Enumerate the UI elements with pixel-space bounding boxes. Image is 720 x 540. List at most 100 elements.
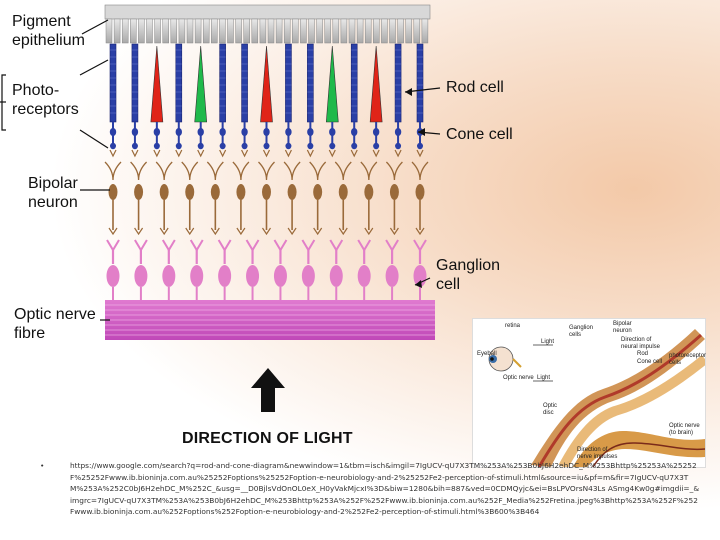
rod-cell — [350, 43, 358, 158]
inset-photoreceptor-label: photoreceptor cells — [669, 353, 707, 366]
photoreceptor-nucleus — [175, 128, 182, 136]
epithelium-cell — [138, 18, 145, 44]
epithelium-cell — [324, 18, 331, 44]
photoreceptor-nucleus — [131, 128, 139, 136]
synapse — [394, 149, 402, 158]
inset-retina-label: retina — [505, 323, 521, 329]
synapse — [350, 149, 358, 158]
ganglion-dendrite — [385, 239, 399, 252]
ganglion-soma — [273, 265, 287, 287]
source-url-link[interactable]: https://www.google.com/search?q=rod-and-… — [70, 461, 700, 516]
photoreceptor-terminal — [351, 142, 358, 150]
photoreceptor-terminal — [307, 142, 314, 150]
rod-cell — [284, 43, 292, 158]
rod-outer-segment — [175, 43, 183, 123]
epithelium-cell — [243, 18, 250, 44]
rod-cell — [241, 43, 249, 158]
epithelium-cell — [292, 18, 299, 44]
synapse — [153, 149, 161, 158]
ganglion-cell — [301, 239, 316, 300]
photoreceptor-layer — [109, 43, 424, 158]
photoreceptor-nucleus — [219, 128, 226, 136]
inset-optic-nerve-label: Optic nerve — [503, 375, 534, 381]
synapse — [241, 149, 249, 158]
bipolar-terminal — [159, 227, 169, 236]
photoreceptor-nucleus — [307, 128, 314, 136]
epithelium-cell — [219, 18, 226, 44]
pigment-epithelium-label: Pigment epithelium — [12, 13, 85, 49]
retina-inset-figure: retina Eyeball Light Optic nerve Light G… — [472, 318, 709, 470]
bipolar-neuron — [411, 161, 429, 236]
ganglion-dendrite — [329, 239, 344, 252]
epithelium-cell — [105, 18, 113, 44]
rod-outer-segment — [394, 43, 402, 123]
ganglion-dendrite — [357, 239, 372, 252]
epithelium-cell — [364, 18, 372, 44]
epithelium-cell — [397, 18, 404, 44]
bipolar-dendrite — [360, 161, 378, 181]
ganglion-cell — [189, 239, 204, 300]
bipolar-terminal — [236, 227, 246, 236]
photoreceptor-nucleus — [109, 128, 117, 136]
bipolar-terminal — [389, 227, 399, 236]
photoreceptor-nucleus — [263, 128, 270, 136]
epithelium-cell — [340, 18, 348, 44]
rod-cell — [416, 43, 424, 158]
bipolar-terminal — [287, 227, 297, 236]
epithelium-cell — [389, 18, 396, 44]
inset-ganglion-cells-label: Ganglion cells — [569, 325, 594, 338]
rod-cell — [175, 43, 183, 158]
photoreceptor-nucleus — [285, 128, 292, 136]
cone-outer-segment — [369, 45, 383, 123]
synapse — [109, 149, 117, 158]
photoreceptor-terminal — [329, 142, 336, 150]
cone-cell — [150, 45, 164, 158]
bipolar-dendrite — [385, 161, 403, 181]
bipolar-neuron — [155, 161, 173, 236]
rod-cell-label: Rod cell — [446, 79, 504, 96]
bipolar-neuron — [104, 161, 122, 236]
pigment-epithelium-layer — [104, 4, 431, 44]
bipolar-dendrite — [155, 161, 173, 181]
rod-outer-segment — [241, 43, 248, 123]
synapse — [131, 149, 139, 158]
epithelium-cell — [316, 18, 323, 44]
photoreceptor-terminal — [175, 142, 182, 150]
ganglion-dendrite — [189, 239, 204, 252]
photoreceptor-terminal — [263, 142, 270, 150]
inset-eyeball-label: Eyeball — [477, 351, 497, 357]
bipolar-soma — [364, 184, 374, 200]
bipolar-soma — [338, 184, 348, 200]
bipolar-soma — [236, 184, 246, 200]
ganglion-soma — [301, 265, 315, 287]
inset-light-bottom-label: Light — [537, 375, 551, 381]
photoreceptor-terminal — [241, 142, 248, 150]
epithelium-cell — [300, 18, 307, 44]
eyeball-icon — [488, 346, 522, 372]
epithelium-cell — [413, 18, 421, 44]
bipolar-dendrite — [411, 161, 429, 181]
inset-direction-nerve-label: Direction of nerve impulses — [577, 447, 618, 460]
epithelium-cell — [121, 18, 129, 44]
label-pointer-lines — [0, 19, 441, 321]
epithelium-cell — [194, 18, 202, 44]
epithelium-cell — [267, 18, 275, 44]
cone-cell — [194, 45, 208, 158]
synapse — [262, 149, 271, 158]
photoreceptor-terminal — [417, 142, 423, 150]
epithelium-cell — [405, 18, 412, 44]
ganglion-cell — [245, 239, 260, 300]
ganglion-cell — [134, 239, 148, 300]
rod-outer-segment — [219, 43, 226, 123]
rod-cell — [109, 43, 117, 158]
cone-outer-segment — [325, 45, 339, 123]
rod-cell — [394, 43, 402, 158]
epithelium-cell — [308, 18, 315, 44]
cone-cell — [260, 45, 273, 158]
inset-rod-label: Rod — [637, 351, 649, 357]
ganglion-cell — [329, 239, 344, 300]
rod-cell — [306, 43, 314, 158]
rod-cell — [219, 43, 227, 158]
light-direction-arrow-icon — [251, 368, 285, 412]
photoreceptor-terminal — [395, 142, 402, 150]
